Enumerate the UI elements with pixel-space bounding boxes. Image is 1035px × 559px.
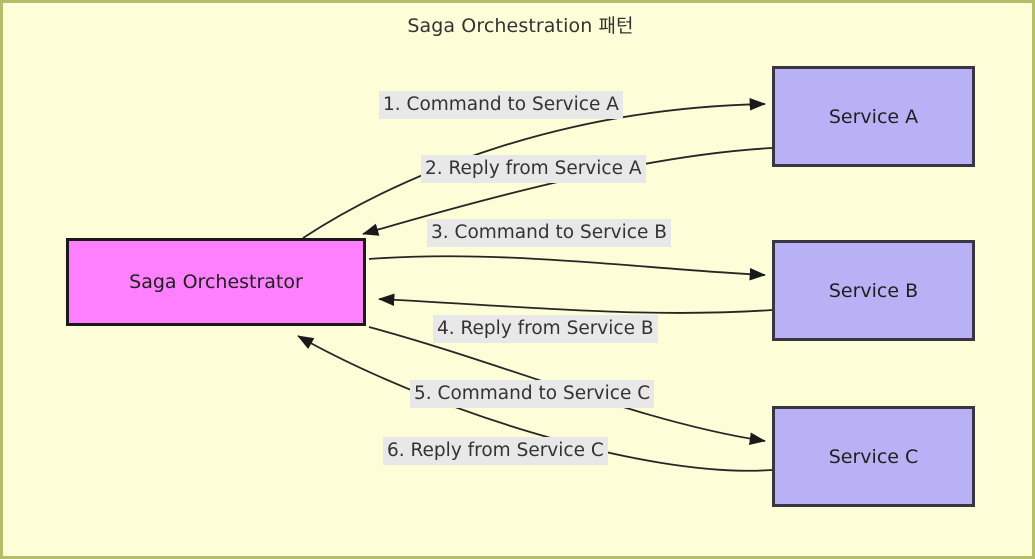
node-service-b-label: Service B bbox=[828, 279, 919, 302]
edge-label-command-to-service-a: 1. Command to Service A bbox=[379, 91, 623, 119]
node-saga-orchestrator[interactable]: Saga Orchestrator bbox=[66, 238, 366, 326]
node-saga-orchestrator-label: Saga Orchestrator bbox=[129, 271, 303, 293]
edge-label-reply-from-service-c: 6. Reply from Service C bbox=[383, 437, 608, 465]
edge-reply-from-service-b bbox=[378, 293, 773, 314]
edge-label-command-to-service-c: 5. Command to Service C bbox=[410, 380, 655, 408]
edge-command-to-service-a bbox=[302, 98, 766, 239]
edge-reply-from-service-c bbox=[297, 335, 773, 472]
node-service-c-label: Service C bbox=[828, 445, 919, 468]
edge-label-reply-from-service-a: 2. Reply from Service A bbox=[421, 155, 646, 183]
page-title: Saga Orchestration 패턴 bbox=[407, 15, 634, 37]
edge-command-to-service-b bbox=[368, 255, 766, 281]
node-service-a-label: Service A bbox=[828, 105, 919, 128]
edge-label-command-to-service-b: 3. Command to Service B bbox=[427, 219, 671, 247]
node-service-c[interactable]: Service C bbox=[772, 406, 975, 507]
node-service-b[interactable]: Service B bbox=[772, 240, 975, 341]
node-service-a[interactable]: Service A bbox=[772, 66, 975, 167]
edge-label-reply-from-service-b: 4. Reply from Service B bbox=[433, 315, 658, 343]
